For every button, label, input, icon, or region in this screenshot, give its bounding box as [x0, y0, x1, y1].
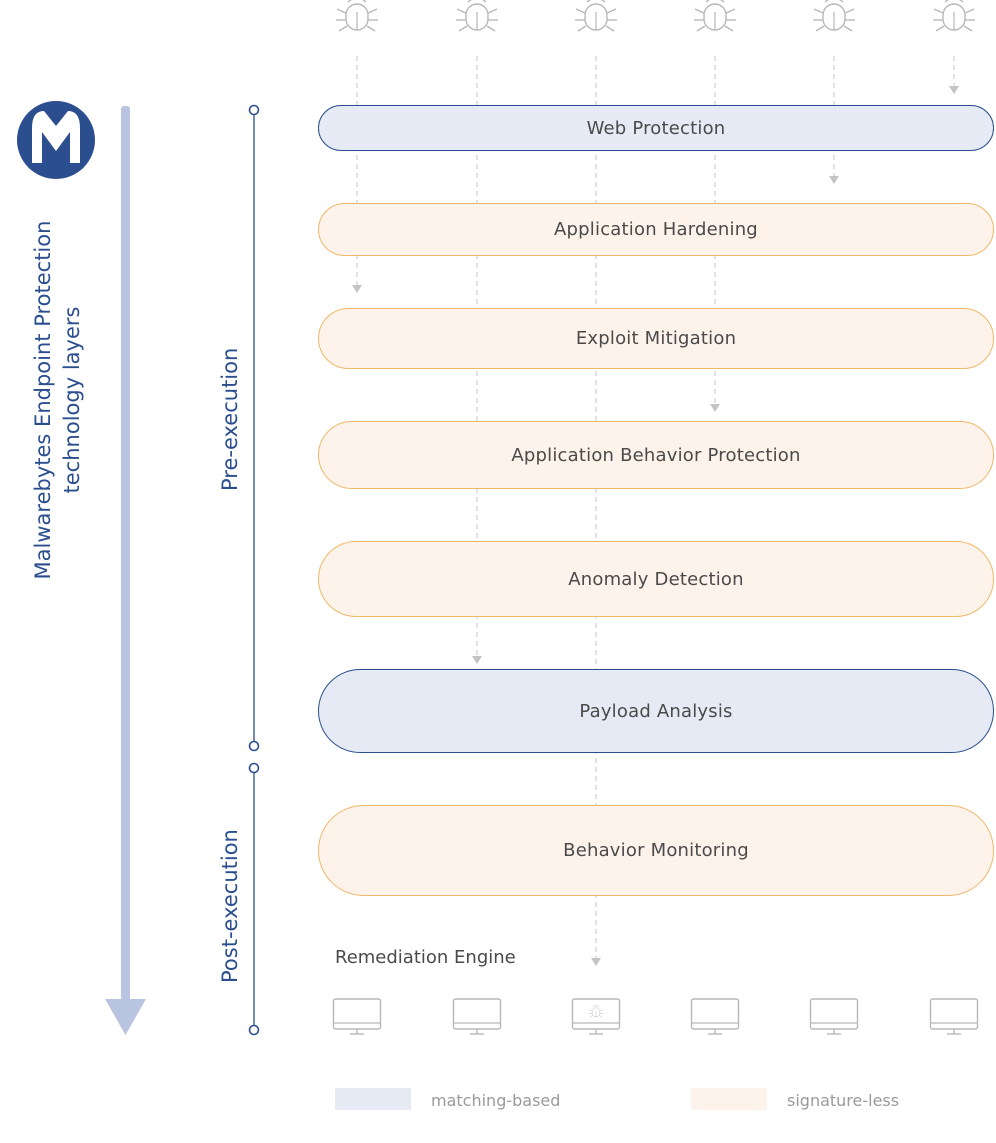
malwarebytes-logo	[17, 101, 95, 179]
remediation-engine-label: Remediation Engine	[335, 947, 516, 968]
layer-application-behavior-protection: Application Behavior Protection	[318, 421, 994, 489]
legend-swatch-signatureless	[691, 1088, 767, 1110]
bug-icon	[455, 0, 499, 32]
monitor-icon	[332, 998, 382, 1035]
layer-label: Web Protection	[586, 117, 726, 139]
monitor-icon	[452, 998, 502, 1035]
post-execution-start-dot	[248, 762, 260, 774]
layer-application-hardening: Application Hardening	[318, 203, 994, 256]
threat-stop-arrow-2	[472, 656, 482, 664]
bug-icon	[932, 0, 976, 32]
threat-stop-arrow-4	[710, 404, 720, 412]
threat-stop-arrow-1	[352, 285, 362, 293]
bug-icon	[693, 0, 737, 32]
layer-label: Anomaly Detection	[568, 568, 744, 590]
layer-exploit-mitigation: Exploit Mitigation	[318, 308, 994, 369]
layer-label: Application Hardening	[554, 219, 758, 240]
post-execution-end-dot	[248, 1024, 260, 1036]
pre-execution-end-dot	[248, 740, 260, 752]
monitor-icon	[690, 998, 740, 1035]
layer-label: Application Behavior Protection	[511, 444, 801, 466]
layer-behavior-monitoring: Behavior Monitoring	[318, 805, 994, 896]
monitor-icon	[809, 998, 859, 1035]
threat-stop-arrow-3	[591, 958, 601, 966]
layer-payload-analysis: Payload Analysis	[318, 669, 994, 753]
diagram-title: Malwarebytes Endpoint Protection technol…	[29, 200, 87, 600]
layer-label: Payload Analysis	[579, 700, 733, 722]
title-line-2: technology layers	[60, 306, 84, 494]
layer-web-protection: Web Protection	[318, 105, 994, 151]
bug-icon	[574, 0, 618, 32]
legend-label-signatureless: signature-less	[787, 1091, 900, 1110]
layer-anomaly-detection: Anomaly Detection	[318, 541, 994, 617]
monitor-icon	[929, 998, 979, 1035]
bug-icon	[812, 0, 856, 32]
threat-stop-arrow-5	[829, 176, 839, 184]
legend-swatch-matching	[335, 1088, 411, 1110]
layer-label: Behavior Monitoring	[563, 840, 749, 861]
post-execution-label: Post-execution	[218, 829, 242, 983]
pre-execution-label: Pre-execution	[218, 347, 242, 491]
layer-label: Exploit Mitigation	[575, 328, 737, 349]
title-line-1: Malwarebytes Endpoint Protection	[31, 220, 55, 580]
pre-execution-start-dot	[248, 104, 260, 116]
bug-icon	[335, 0, 379, 32]
legend-label-matching: matching-based	[431, 1091, 561, 1110]
threat-stop-arrow-6	[949, 86, 959, 94]
flow-arrow-head	[105, 999, 146, 1035]
flow-arrow-shaft	[121, 106, 130, 1004]
